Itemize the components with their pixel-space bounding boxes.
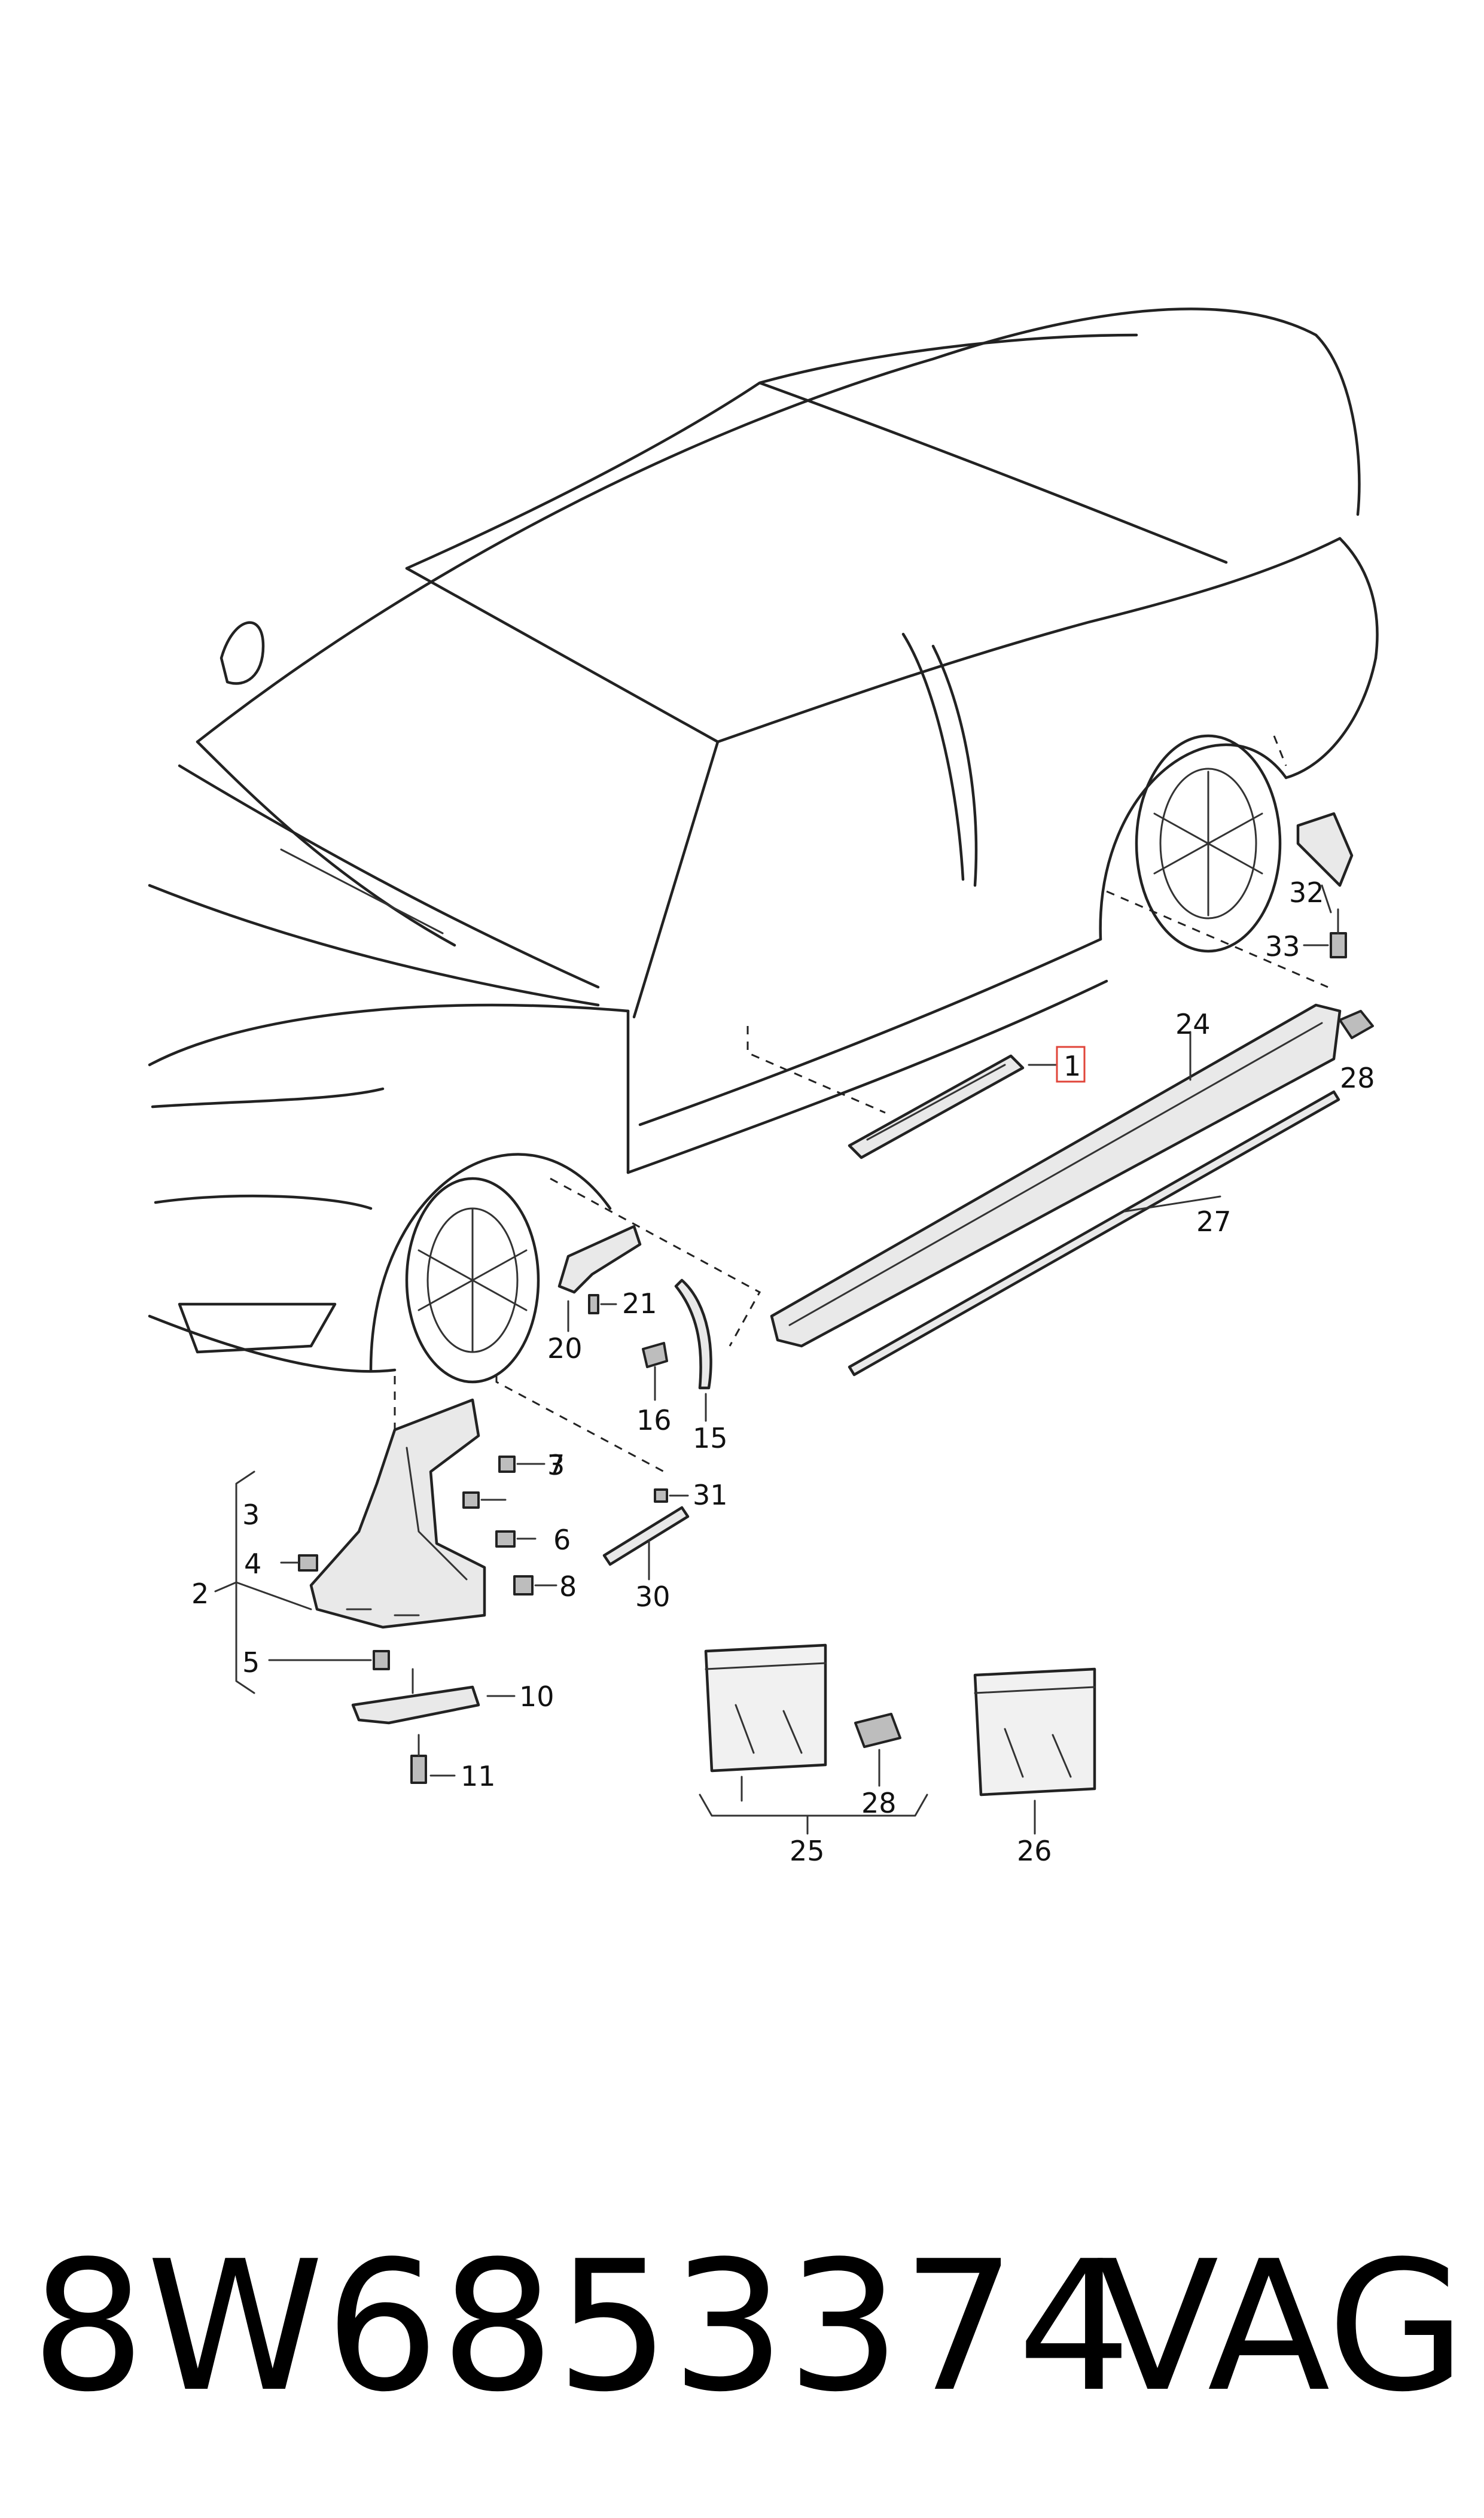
small-parts-3-8[interactable]: [268, 1456, 557, 1670]
part-30-trim[interactable]: [602, 1506, 690, 1581]
callout-3a[interactable]: 3: [242, 1499, 260, 1531]
part-15-arch-trim[interactable]: [674, 1278, 712, 1422]
callout-28a[interactable]: 28: [1340, 1062, 1375, 1094]
part-28-clip[interactable]: [854, 1010, 1374, 1787]
callout-6[interactable]: 6: [553, 1524, 571, 1556]
part-31-clip[interactable]: [654, 1488, 689, 1503]
footer: 8W6853374 VAG: [0, 2213, 1484, 2441]
callout-1-highlight: [1056, 1046, 1086, 1083]
part-21-screw[interactable]: [588, 1294, 617, 1314]
part-26-bag[interactable]: [973, 1667, 1096, 1835]
callout-30[interactable]: 30: [635, 1581, 671, 1613]
car-body-illustration: [148, 307, 1379, 1473]
callout-10[interactable]: 10: [519, 1680, 554, 1713]
part-10-lower-trim[interactable]: [351, 1668, 516, 1725]
part-25-repair-kit-bag[interactable]: [704, 1643, 827, 1802]
callout-21[interactable]: 21: [622, 1287, 657, 1320]
callout-25[interactable]: 25: [790, 1835, 825, 1867]
callout-4[interactable]: 4: [244, 1548, 261, 1580]
callout-labels: 1 2 3 3 4 5 6 7 8 10 11 15 16 20 21 24 2…: [191, 876, 1375, 1867]
part-2-wheel-liner[interactable]: [309, 1398, 486, 1629]
callout-16[interactable]: 16: [636, 1404, 672, 1436]
callout-15[interactable]: 15: [693, 1422, 728, 1454]
callout-5[interactable]: 5: [242, 1646, 260, 1679]
part-32-bracket[interactable]: [1296, 812, 1354, 914]
part-11-screw[interactable]: [410, 1734, 456, 1784]
callout-24[interactable]: 24: [1175, 1008, 1211, 1040]
callout-2[interactable]: 2: [191, 1578, 209, 1610]
callout-1[interactable]: 1: [1064, 1050, 1081, 1082]
part-27-trim-strip[interactable]: [848, 1090, 1340, 1377]
callout-11[interactable]: 11: [461, 1760, 496, 1792]
callout-3b[interactable]: 3: [547, 1449, 565, 1481]
callout-32[interactable]: 32: [1289, 876, 1324, 909]
callout-33[interactable]: 33: [1265, 930, 1300, 963]
part-24-side-skirt[interactable]: [770, 1003, 1342, 1348]
callout-31[interactable]: 31: [693, 1479, 728, 1511]
callout-bracket-25: [699, 1794, 928, 1835]
part-20-bracket[interactable]: [557, 1225, 642, 1332]
brand-label: VAG: [1096, 2222, 1466, 2431]
callout-20[interactable]: 20: [547, 1332, 583, 1365]
callout-28b[interactable]: 28: [861, 1787, 897, 1819]
part-1-sill-trim[interactable]: [848, 1054, 1057, 1159]
part-33-screw[interactable]: [1303, 908, 1347, 958]
callout-7[interactable]: 7: [547, 1449, 565, 1481]
part-16-clip[interactable]: [642, 1342, 668, 1401]
callout-8[interactable]: 8: [559, 1570, 577, 1603]
part-number: 8W6853374: [31, 2222, 1133, 2431]
callout-27[interactable]: 27: [1196, 1205, 1232, 1238]
callout-26[interactable]: 26: [1017, 1835, 1052, 1867]
callout-bracket-2: [214, 1470, 312, 1694]
parts-diagram: 1 2 3 3 4 5 6 7 8 10 11 15 16 20 21 24 2…: [148, 307, 1379, 1867]
